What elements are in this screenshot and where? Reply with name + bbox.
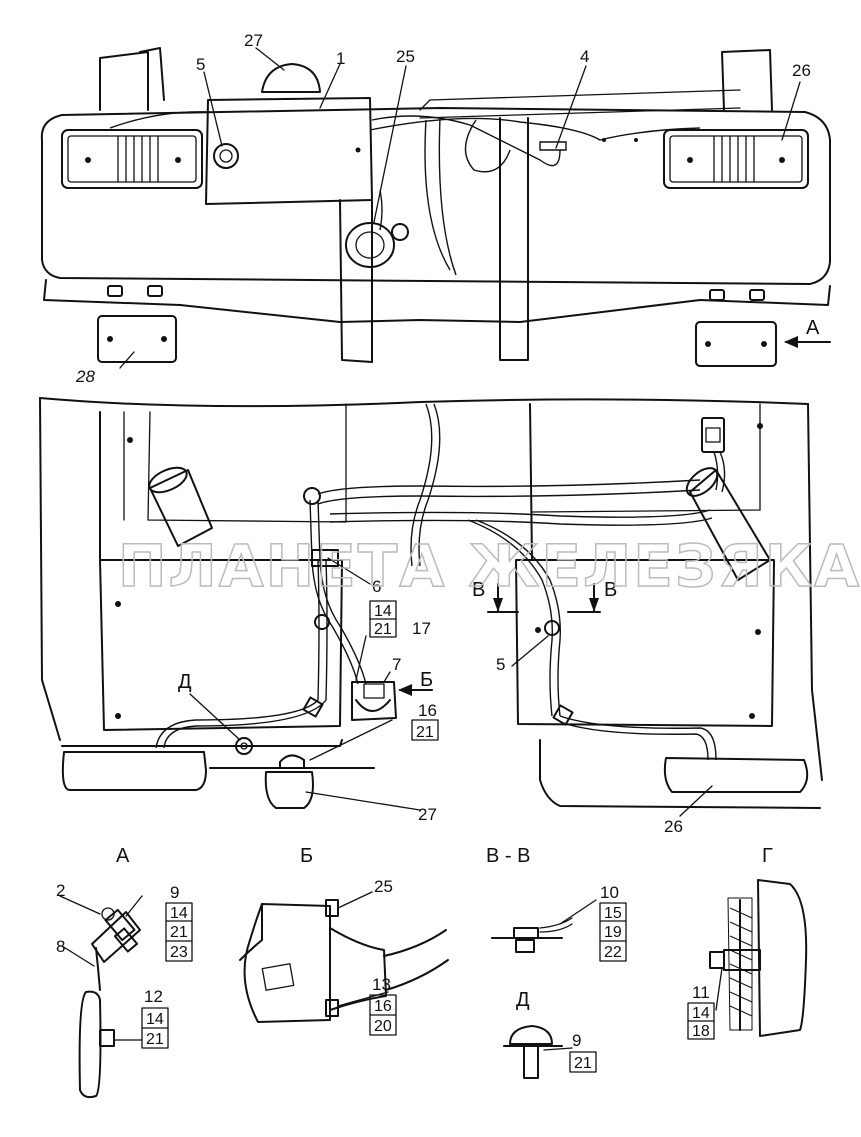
socket-25 bbox=[345, 222, 409, 268]
detail-d: Д 9 21 bbox=[503, 989, 597, 1079]
label-17: 17 bbox=[412, 619, 431, 638]
top-view: 27 5 1 25 4 26 28 А bbox=[40, 31, 831, 386]
label-6: 6 bbox=[372, 577, 381, 596]
view-b-label: Б bbox=[420, 669, 433, 691]
detail-b-13-s2: 20 bbox=[374, 1018, 392, 1035]
label-26-mid: 26 bbox=[664, 817, 683, 836]
stack-16-21: 21 bbox=[416, 724, 434, 741]
detail-a-12-s2: 21 bbox=[146, 1031, 164, 1048]
label-25-top: 25 bbox=[396, 47, 415, 66]
label-4: 4 bbox=[580, 47, 589, 66]
detail-a-label-9: 9 bbox=[170, 883, 179, 902]
label-27-mid: 27 bbox=[418, 805, 437, 824]
detail-d-label-9: 9 bbox=[572, 1031, 581, 1050]
view-d-label: Д bbox=[178, 671, 192, 693]
label-16: 16 bbox=[418, 701, 437, 720]
clip-6 bbox=[311, 549, 339, 567]
fastener-d bbox=[235, 737, 253, 755]
section-vv-title: В - В bbox=[486, 845, 530, 867]
bracket-8 bbox=[78, 990, 102, 1099]
label-26-top: 26 bbox=[792, 61, 811, 80]
detail-g-title: Г bbox=[762, 845, 773, 867]
label-28: 28 bbox=[75, 367, 95, 386]
detail-a-label-2: 2 bbox=[56, 881, 65, 900]
detail-b-13-s1: 16 bbox=[374, 998, 392, 1015]
detail-d-9-s1: 21 bbox=[574, 1055, 592, 1072]
detail-a-9-s2: 21 bbox=[170, 924, 188, 941]
left-marker-lamp bbox=[61, 751, 207, 791]
detail-a-9-s3: 23 bbox=[170, 944, 188, 961]
label-27-top: 27 bbox=[244, 31, 263, 50]
lamp-dome bbox=[261, 63, 321, 93]
section-vv: В - В 10 15 19 22 bbox=[486, 845, 627, 962]
plate-28 bbox=[97, 315, 177, 363]
detail-g-11-s1: 14 bbox=[692, 1005, 710, 1022]
detail-b-label-25: 25 bbox=[374, 877, 393, 896]
right-panel bbox=[515, 403, 775, 727]
junction-box bbox=[205, 63, 373, 205]
detail-b-title: Б bbox=[300, 845, 313, 867]
left-panel bbox=[99, 411, 343, 731]
left-post bbox=[99, 51, 149, 111]
watermark: ПЛАНЕТА ЖЕЛЕЗЯКА bbox=[118, 532, 861, 600]
socket-body bbox=[243, 903, 331, 1023]
section-v-left: В bbox=[472, 579, 485, 601]
detail-d-title: Д bbox=[516, 989, 530, 1011]
stack-6-14: 14 bbox=[374, 603, 392, 620]
detail-g-label-11: 11 bbox=[692, 983, 710, 1002]
right-tail-lamp bbox=[663, 129, 809, 189]
section-vv-10-s2: 19 bbox=[604, 924, 622, 941]
lamp-27 bbox=[264, 754, 314, 809]
label-5-top: 5 bbox=[196, 55, 205, 74]
left-tube bbox=[149, 469, 213, 547]
label-1: 1 bbox=[336, 49, 345, 68]
detail-a: А 2 8 9 14 21 23 12 14 21 bbox=[56, 845, 193, 1099]
section-vv-10-s1: 15 bbox=[604, 905, 622, 922]
left-tail-lamp bbox=[61, 129, 203, 189]
view-a-label: А bbox=[806, 317, 820, 339]
right-tube bbox=[689, 469, 771, 581]
section-v-right: В bbox=[604, 579, 617, 601]
stack-6-21: 21 bbox=[374, 621, 392, 638]
detail-g: Г 11 14 18 bbox=[687, 845, 808, 1040]
socket-7 bbox=[351, 681, 397, 721]
section-vv-10-s3: 22 bbox=[604, 944, 622, 961]
detail-a-12-s1: 14 bbox=[146, 1011, 164, 1028]
detail-g-11-s2: 18 bbox=[692, 1023, 710, 1040]
connector-top-right bbox=[701, 417, 725, 453]
detail-a-title: А bbox=[116, 845, 130, 867]
label-7: 7 bbox=[392, 655, 401, 674]
plate-right bbox=[695, 321, 777, 367]
rear-body bbox=[40, 107, 831, 285]
detail-b-label-13: 13 bbox=[372, 975, 391, 994]
right-marker-lamp bbox=[663, 757, 809, 793]
section-vv-label-10: 10 bbox=[600, 883, 619, 902]
detail-a-label-8: 8 bbox=[56, 937, 65, 956]
detail-b: Б 25 13 16 20 bbox=[239, 845, 449, 1036]
label-5-mid: 5 bbox=[496, 655, 505, 674]
right-post bbox=[721, 49, 773, 111]
middle-view: 6 14 21 17 7 Б Д 16 21 27 5 26 В В bbox=[39, 397, 823, 836]
detail-a-9-s1: 14 bbox=[170, 905, 188, 922]
detail-a-label-12: 12 bbox=[144, 987, 163, 1006]
lamp-housing bbox=[757, 879, 808, 1037]
